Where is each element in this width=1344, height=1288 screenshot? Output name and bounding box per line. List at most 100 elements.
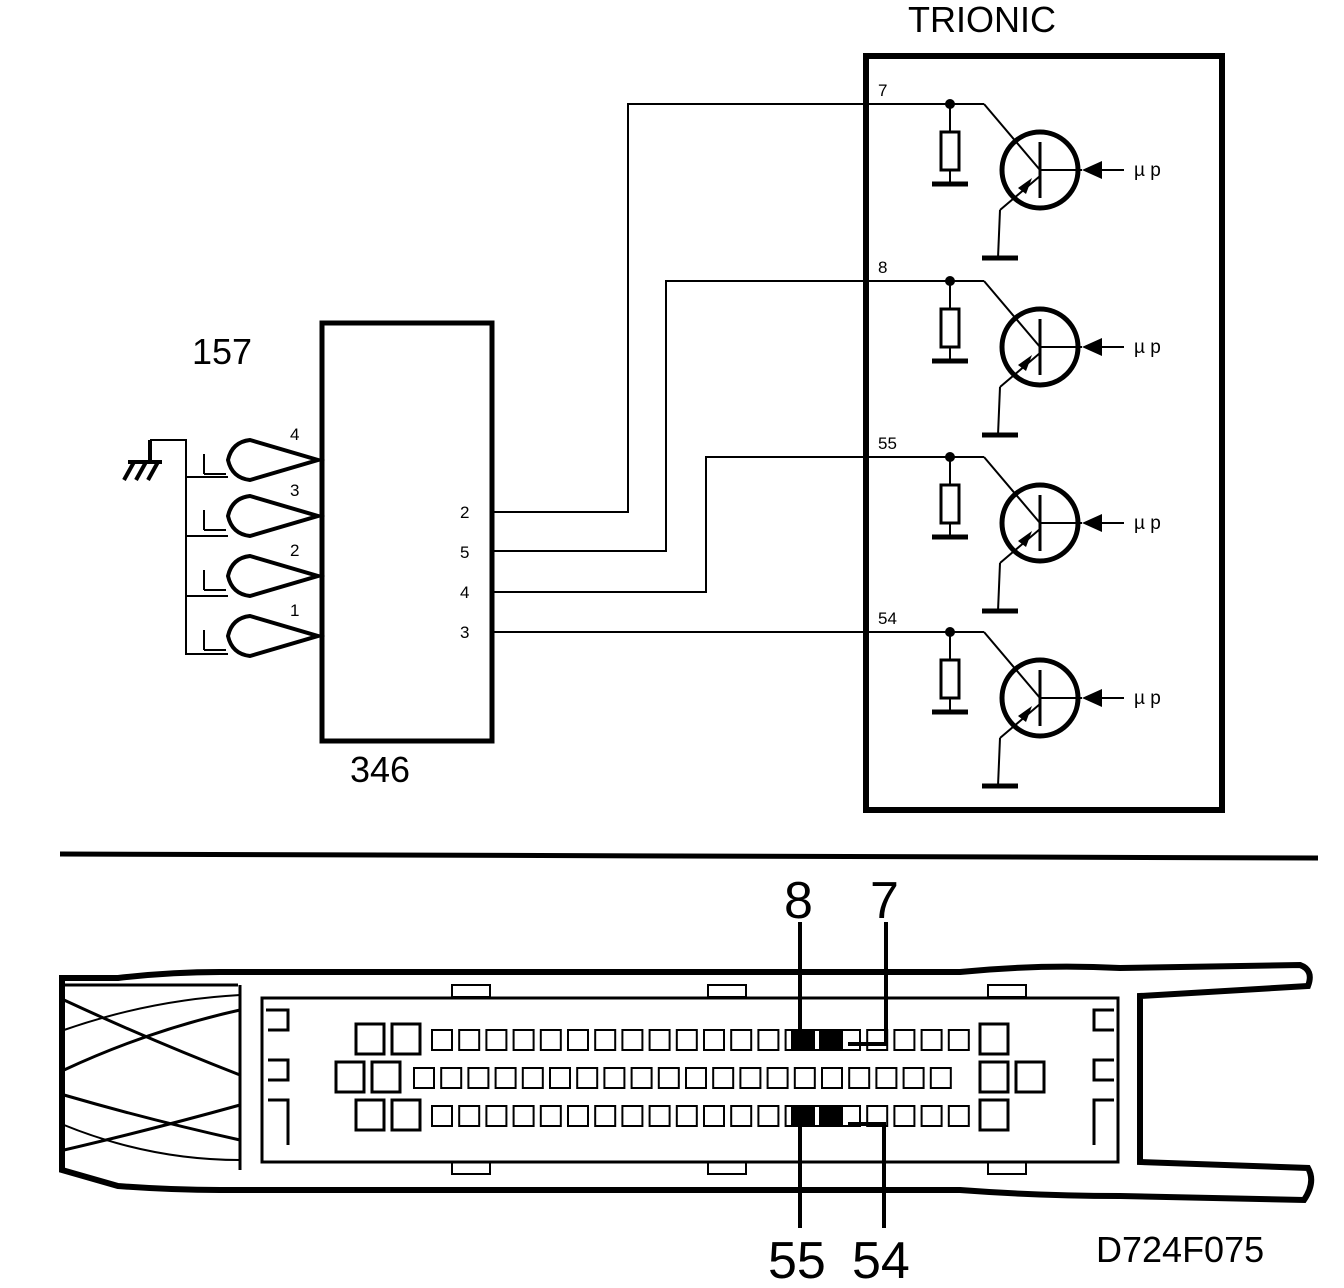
ignition-coils: 43 2 1 xyxy=(203,425,326,659)
connector-pin xyxy=(576,1067,599,1089)
connector-pin-large xyxy=(978,1022,1010,1056)
drawing-reference: D724F075 xyxy=(1096,1229,1264,1270)
connector-pin xyxy=(458,1105,481,1127)
ecu-channel-8: 8 µ p xyxy=(878,258,1161,438)
microprocessor-label: µ p xyxy=(1134,337,1161,358)
connector-pin xyxy=(675,1029,698,1051)
connector-pin xyxy=(512,1029,535,1051)
connector-pin xyxy=(712,1067,735,1089)
connector-pin xyxy=(929,1067,952,1089)
connector-pin xyxy=(494,1067,517,1089)
module-pin-4: 4 xyxy=(460,583,469,602)
ecu-pin-label: 7 xyxy=(878,81,887,100)
connector-pin xyxy=(648,1105,671,1127)
module-pin-5: 5 xyxy=(460,543,469,562)
connector-pin xyxy=(594,1029,617,1051)
input-arrow-icon xyxy=(1082,338,1102,356)
ignition-coil-1: 1 xyxy=(203,601,326,659)
connector-pin-large xyxy=(370,1060,402,1094)
coil-pin-label: 2 xyxy=(290,541,299,560)
connector-pin xyxy=(621,1105,644,1127)
input-arrow-icon xyxy=(1082,161,1102,179)
ecu-pin-label: 54 xyxy=(878,609,897,628)
connector-pin xyxy=(893,1029,916,1051)
connector-pin xyxy=(539,1029,562,1051)
connector-pin xyxy=(757,1029,780,1051)
connector-pin xyxy=(730,1105,753,1127)
connector-pin xyxy=(675,1105,698,1127)
connector-pin xyxy=(893,1105,916,1127)
connector-pin xyxy=(848,1067,871,1089)
connector-pin xyxy=(703,1029,725,1051)
connector-pin-highlight xyxy=(791,1029,815,1051)
wire-to-pin-55 xyxy=(492,456,948,593)
connector-pin-large xyxy=(354,1098,386,1132)
connector-pin-highlight xyxy=(791,1105,815,1127)
chassis-ground-icon xyxy=(122,440,162,481)
connector-pin xyxy=(485,1029,508,1051)
microprocessor-label: µ p xyxy=(1134,513,1161,534)
ecu-pin-label: 8 xyxy=(878,258,887,277)
connector-pin xyxy=(431,1105,453,1127)
wire-to-pin-7 xyxy=(492,103,948,513)
connector-pin-large xyxy=(390,1098,422,1132)
connector-pin xyxy=(549,1067,571,1089)
connector-pin xyxy=(766,1067,789,1089)
coil-pin-label: 3 xyxy=(290,481,299,500)
connector-pin xyxy=(440,1067,463,1089)
ecu-pin-label: 55 xyxy=(878,434,897,453)
resistor-icon xyxy=(939,658,961,700)
connector-pin xyxy=(947,1105,970,1127)
connector-pin-array xyxy=(334,1022,1046,1132)
ecu-title: TRIONIC xyxy=(908,0,1056,40)
connector-pin-highlight xyxy=(819,1105,843,1127)
connector-pin xyxy=(648,1029,671,1051)
connector-pin xyxy=(603,1067,626,1089)
ecu-box xyxy=(863,53,1225,813)
connector-pin-large xyxy=(1014,1060,1046,1094)
coil-ground-bus xyxy=(150,439,228,655)
callout-pin-7: 7 xyxy=(870,872,899,930)
ignition-module-box xyxy=(319,320,495,744)
callout-leaders xyxy=(798,922,888,1228)
connector-pin xyxy=(685,1067,707,1089)
microprocessor-label: µ p xyxy=(1134,160,1161,181)
connector-pin xyxy=(875,1067,898,1089)
ignition-coil-4: 4 xyxy=(203,425,326,483)
connector-pin xyxy=(947,1029,970,1051)
wire-to-pin-8 xyxy=(492,280,948,552)
connector-pin xyxy=(920,1105,943,1127)
connector-pin-large xyxy=(978,1098,1010,1132)
connector-pin xyxy=(458,1029,481,1051)
connector-pin xyxy=(512,1105,535,1127)
connector-pin xyxy=(594,1105,617,1127)
ecu-channel-7: 7 µ p xyxy=(878,81,1161,261)
connector-pin xyxy=(431,1029,453,1051)
ignition-coil-2: 2 xyxy=(203,541,326,599)
coil-body xyxy=(225,613,326,659)
callout-pin-54: 54 xyxy=(852,1232,910,1288)
input-arrow-icon xyxy=(1082,689,1102,707)
connector-pin xyxy=(567,1105,589,1127)
ignition-coil-label: 157 xyxy=(192,331,252,372)
coil-pin-label: 1 xyxy=(290,601,299,620)
connector-pin xyxy=(630,1067,653,1089)
resistor-icon xyxy=(939,307,961,349)
connector-pin xyxy=(539,1105,562,1127)
connector-pin xyxy=(739,1067,762,1089)
connector-pin xyxy=(467,1067,490,1089)
module-pin-2: 2 xyxy=(460,503,469,522)
resistor-icon xyxy=(939,130,961,172)
ecu-connector xyxy=(59,961,1315,1204)
coil-body xyxy=(225,493,326,539)
connector-pin xyxy=(521,1067,544,1089)
connector-pin xyxy=(567,1029,589,1051)
coil-body xyxy=(225,437,326,483)
connector-pin xyxy=(757,1105,780,1127)
module-pin-3: 3 xyxy=(460,623,469,642)
ecu-channel-55: 55 µ p xyxy=(878,434,1161,614)
input-arrow-icon xyxy=(1082,514,1102,532)
connector-pin xyxy=(621,1029,644,1051)
connector-pin-large xyxy=(390,1022,422,1056)
